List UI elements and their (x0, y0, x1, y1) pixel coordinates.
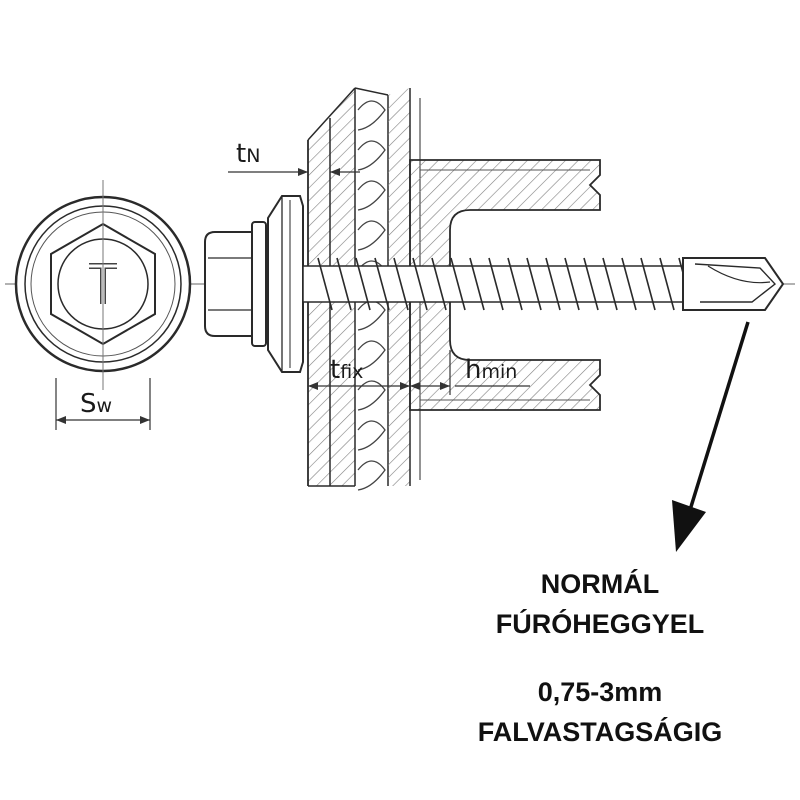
insulation-wave (357, 140, 386, 171)
thread-ridge (564, 257, 580, 311)
thread-ridge (545, 257, 561, 311)
caption-line-2: FÚRÓHEGGYEL (495, 609, 705, 639)
hmin-dimension: hmin (410, 350, 530, 395)
thread-ridge (317, 257, 333, 311)
thread-ridge (412, 257, 428, 311)
thread-ridge (336, 257, 352, 311)
insulation-wave (357, 420, 386, 451)
insulation-wave (357, 380, 386, 411)
thread-ridge (374, 257, 390, 311)
tfix-label: tfix (330, 355, 363, 385)
insulation-wave (357, 220, 386, 251)
thread-ridge (450, 257, 466, 311)
insulation-wave (357, 300, 386, 331)
sealing-washer (267, 195, 304, 373)
thread-ridge (507, 257, 523, 311)
thread-ridge (469, 257, 485, 311)
thread-ridge (431, 257, 447, 311)
thread-ridge (355, 257, 371, 311)
caption-line-1: NORMÁL (540, 569, 660, 599)
tn-label: tN (236, 139, 260, 169)
hex-head (204, 231, 253, 337)
thread-ridge (621, 257, 637, 311)
insulation-wave (357, 100, 386, 131)
insulation-wave (357, 180, 386, 211)
insulation-wave (357, 340, 386, 371)
sw-dimension: Sw (55, 378, 151, 430)
thread-ridge (526, 257, 542, 311)
sw-label: Sw (80, 389, 112, 419)
thread-ridge (583, 257, 599, 311)
caption-line-4: FALVASTAGSÁGIG (477, 717, 723, 747)
flange (251, 221, 267, 347)
caption-line-3: 0,75-3mm (537, 677, 663, 707)
insulation-wave (357, 460, 386, 491)
self-drilling-screw (204, 195, 785, 373)
tn-dimension: tN (228, 139, 360, 176)
thread-ridge (488, 257, 504, 311)
thread-ridge (602, 257, 618, 311)
head-front-view (14, 180, 192, 390)
thread-ridge (659, 257, 675, 311)
thread-ridge (640, 257, 656, 311)
thread-ridge (393, 257, 409, 311)
tfix-dimension: tfix (308, 355, 410, 390)
hmin-label: hmin (465, 355, 517, 385)
callout-arrow (672, 321, 750, 552)
